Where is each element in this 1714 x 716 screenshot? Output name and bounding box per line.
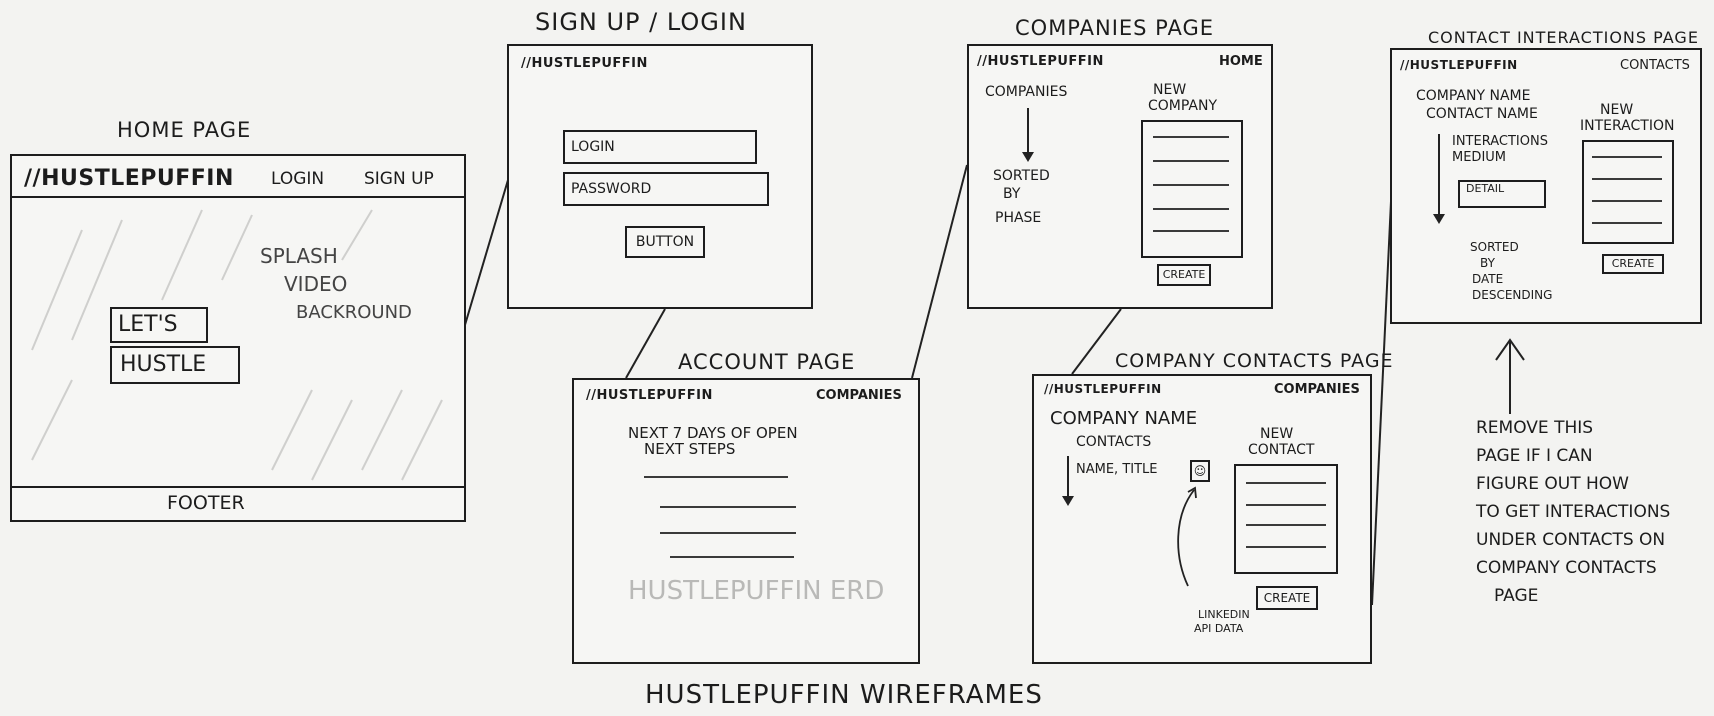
next-step-line-4	[670, 556, 794, 558]
signup-page-label: Sign Up / Login	[535, 8, 747, 36]
splash-text-3: Backround	[296, 302, 412, 323]
home-page-label: Home Page	[117, 118, 252, 142]
contacts-company-name: Company Name	[1050, 408, 1198, 429]
signup-brand-logo[interactable]: //HustlePuffin	[521, 56, 648, 71]
cta-lets-box	[110, 307, 208, 343]
interactions-company-name: Company Name	[1416, 88, 1531, 104]
splash-text-1: Splash	[260, 244, 338, 268]
companies-sort-arrow	[1022, 108, 1034, 162]
note-line-2: page if I can	[1476, 446, 1593, 466]
interactions-brand-logo[interactable]: //HustlePuffin	[1400, 58, 1518, 72]
account-nav-companies[interactable]: Companies	[816, 388, 902, 403]
home-page-frame: //HustlePuffin Login Sign Up Let's Hustl…	[10, 154, 466, 522]
login-input[interactable]	[563, 130, 757, 164]
linkedin-note-2: API Data	[1194, 622, 1244, 635]
note-line-1: Remove this	[1476, 418, 1594, 438]
account-page-label: Account Page	[678, 350, 856, 374]
company-contacts-page-frame: //HustlePuffin Companies Company Name Co…	[1032, 374, 1372, 664]
note-line-5: under contacts on	[1476, 530, 1666, 550]
interactions-heading-1: Interactions	[1452, 134, 1548, 149]
company-contacts-brand-logo[interactable]: //HustlePuffin	[1044, 382, 1162, 396]
note-line-6: company contacts	[1476, 558, 1657, 578]
login-input-placeholder: Login	[571, 139, 615, 155]
create-interaction-button[interactable]: Create	[1602, 254, 1664, 274]
linkedin-note-1: LinkedIn	[1198, 608, 1250, 621]
interactions-sorted-3: Date	[1472, 272, 1504, 286]
interactions-sort-arrow	[1433, 134, 1445, 224]
contacts-sort-arrow	[1062, 456, 1074, 506]
detail-label: Detail	[1466, 182, 1505, 195]
home-header	[12, 156, 464, 198]
new-contact-title-1: New	[1260, 426, 1294, 442]
home-login-link[interactable]: Login	[271, 169, 325, 189]
next-step-line-2	[660, 506, 796, 508]
next-step-line-1	[644, 476, 788, 478]
connector-account-companies	[911, 164, 968, 379]
companies-sorted-2: By	[1003, 186, 1021, 202]
interactions-page-label: Contact Interactions Page	[1428, 28, 1699, 47]
cta-lets-text: Let's	[118, 312, 178, 337]
companies-brand-logo[interactable]: //HustlePuffin	[977, 54, 1104, 69]
interaction-detail-button[interactable]: Detail	[1458, 180, 1546, 208]
note-line-4: to get interactions	[1476, 502, 1671, 522]
connector-signup-account	[625, 308, 666, 379]
account-ghost-text: HustlePuffin ERD	[628, 576, 885, 606]
companies-list-title: Companies	[985, 84, 1068, 100]
interactions-page-frame: //HustlePuffin Contacts Company Name Con…	[1390, 48, 1702, 324]
home-signup-link[interactable]: Sign Up	[364, 169, 434, 189]
companies-sorted-1: Sorted	[993, 168, 1050, 184]
signup-page-frame: //HustlePuffin Login Password Button	[507, 44, 813, 309]
cta-hustle-text: Hustle	[120, 352, 207, 377]
removal-note: Remove this page if I can figure out how…	[1476, 414, 1670, 610]
new-company-title-1: New	[1153, 82, 1187, 98]
password-input[interactable]	[563, 172, 769, 206]
note-line-3: figure out how	[1476, 474, 1629, 494]
home-brand-logo[interactable]: //HustlePuffin	[24, 166, 234, 191]
linkedin-icon[interactable]: ☺	[1190, 460, 1210, 482]
create-company-button[interactable]: Create	[1157, 264, 1211, 286]
companies-sorted-3: Phase	[995, 210, 1042, 226]
interactions-sorted-4: Descending	[1472, 288, 1553, 302]
new-contact-title-2: Contact	[1248, 442, 1315, 458]
connector-home-signup	[461, 179, 509, 336]
account-brand-logo[interactable]: //HustlePuffin	[586, 388, 713, 403]
interactions-sorted-1: Sorted	[1470, 240, 1519, 254]
company-contacts-page-label: Company Contacts Page	[1115, 350, 1394, 372]
companies-nav-home[interactable]: Home	[1219, 54, 1263, 69]
account-page-frame: //HustlePuffin Companies Next 7 Days of …	[572, 378, 920, 664]
new-contact-form[interactable]	[1234, 464, 1338, 574]
create-contact-button[interactable]: Create	[1256, 586, 1318, 610]
interactions-nav-contacts[interactable]: Contacts	[1620, 58, 1690, 73]
linkedin-pointer-arrow	[1177, 486, 1197, 587]
interactions-sorted-2: By	[1480, 256, 1495, 270]
password-input-placeholder: Password	[571, 181, 652, 197]
companies-page-frame: //HustlePuffin Home Companies Sorted By …	[967, 44, 1273, 309]
companies-page-label: Companies Page	[1015, 16, 1215, 40]
wireframes-title: HustlePuffin Wireframes	[645, 680, 1043, 710]
new-interaction-title-1: New	[1600, 102, 1634, 118]
signup-submit-button[interactable]: Button	[625, 226, 705, 258]
company-contacts-nav-companies[interactable]: Companies	[1274, 382, 1360, 397]
next-step-line-3	[660, 532, 796, 534]
new-company-form[interactable]	[1141, 120, 1243, 258]
interactions-heading-2: Medium	[1452, 150, 1507, 165]
account-heading-1: Next 7 Days of Open	[628, 424, 798, 442]
interactions-contact-name: Contact Name	[1426, 106, 1538, 122]
note-up-arrow	[1495, 338, 1525, 414]
splash-text-2: Video	[284, 272, 348, 296]
connector-companies-contacts	[1071, 308, 1122, 375]
note-line-7: page	[1494, 586, 1539, 606]
footer-text: Footer	[167, 492, 245, 514]
account-heading-2: Next Steps	[644, 440, 736, 458]
contact-name-title: Name, Title	[1076, 462, 1158, 477]
home-footer	[12, 486, 464, 520]
contacts-heading: Contacts	[1076, 434, 1152, 450]
cta-hustle-button[interactable]	[110, 346, 240, 384]
splash-video-hatching	[31, 209, 443, 481]
new-interaction-title-2: Interaction	[1580, 118, 1675, 134]
connector-contacts-interactions	[1371, 179, 1393, 606]
new-company-title-2: Company	[1148, 98, 1218, 114]
new-interaction-form[interactable]	[1582, 140, 1674, 244]
